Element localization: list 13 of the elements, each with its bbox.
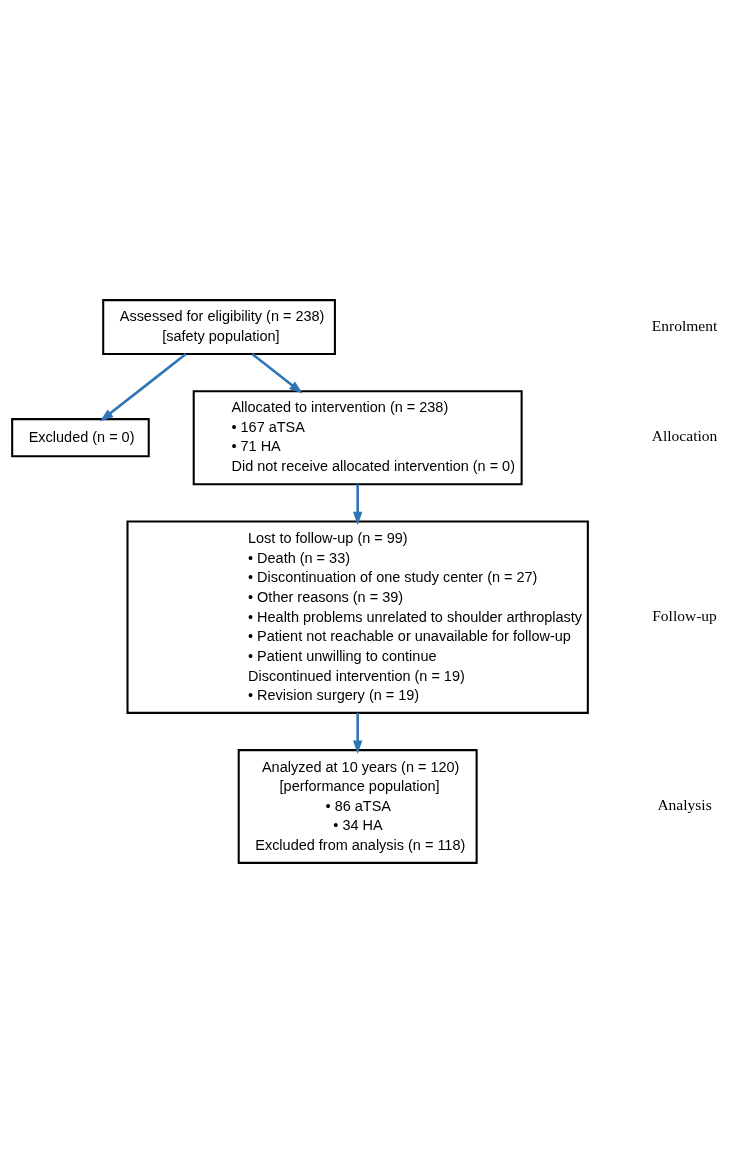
label: Allocation [651, 426, 718, 444]
label: Follow-up [652, 606, 717, 624]
node-box: Analyzed at 10 years (n = 120) [performance population] • 86 aTSA • 34 HA Excluded from analysis (n = 118) [237, 748, 478, 864]
arrow [352, 483, 363, 525]
arrow [251, 352, 303, 394]
label: Analysis [657, 795, 712, 813]
node-box: Lost to follow-up (n = 99) • Death (n = 33) • Discontinuation of one study center (n = 27) • Other reasons (n = 39) • Health problems unrelated to shoulder arthroplasty • Patient not reachable or unavailable for follow-up • Patient unwilling to continue Discontinued intervention (n = 19) • Revision surgery (n = 19) [126, 519, 589, 714]
arrow [99, 352, 187, 421]
arrow [352, 712, 363, 754]
label: Enrolment [651, 316, 718, 334]
node-box: Allocated to intervention (n = 238) • 167 aTSA • 71 HA Did not receive allocated intervention (n = 0) [192, 389, 523, 485]
node-box: Assessed for eligibility (n = 238) [safety population] [102, 298, 336, 355]
node-box: Excluded (n = 0) [11, 417, 150, 457]
